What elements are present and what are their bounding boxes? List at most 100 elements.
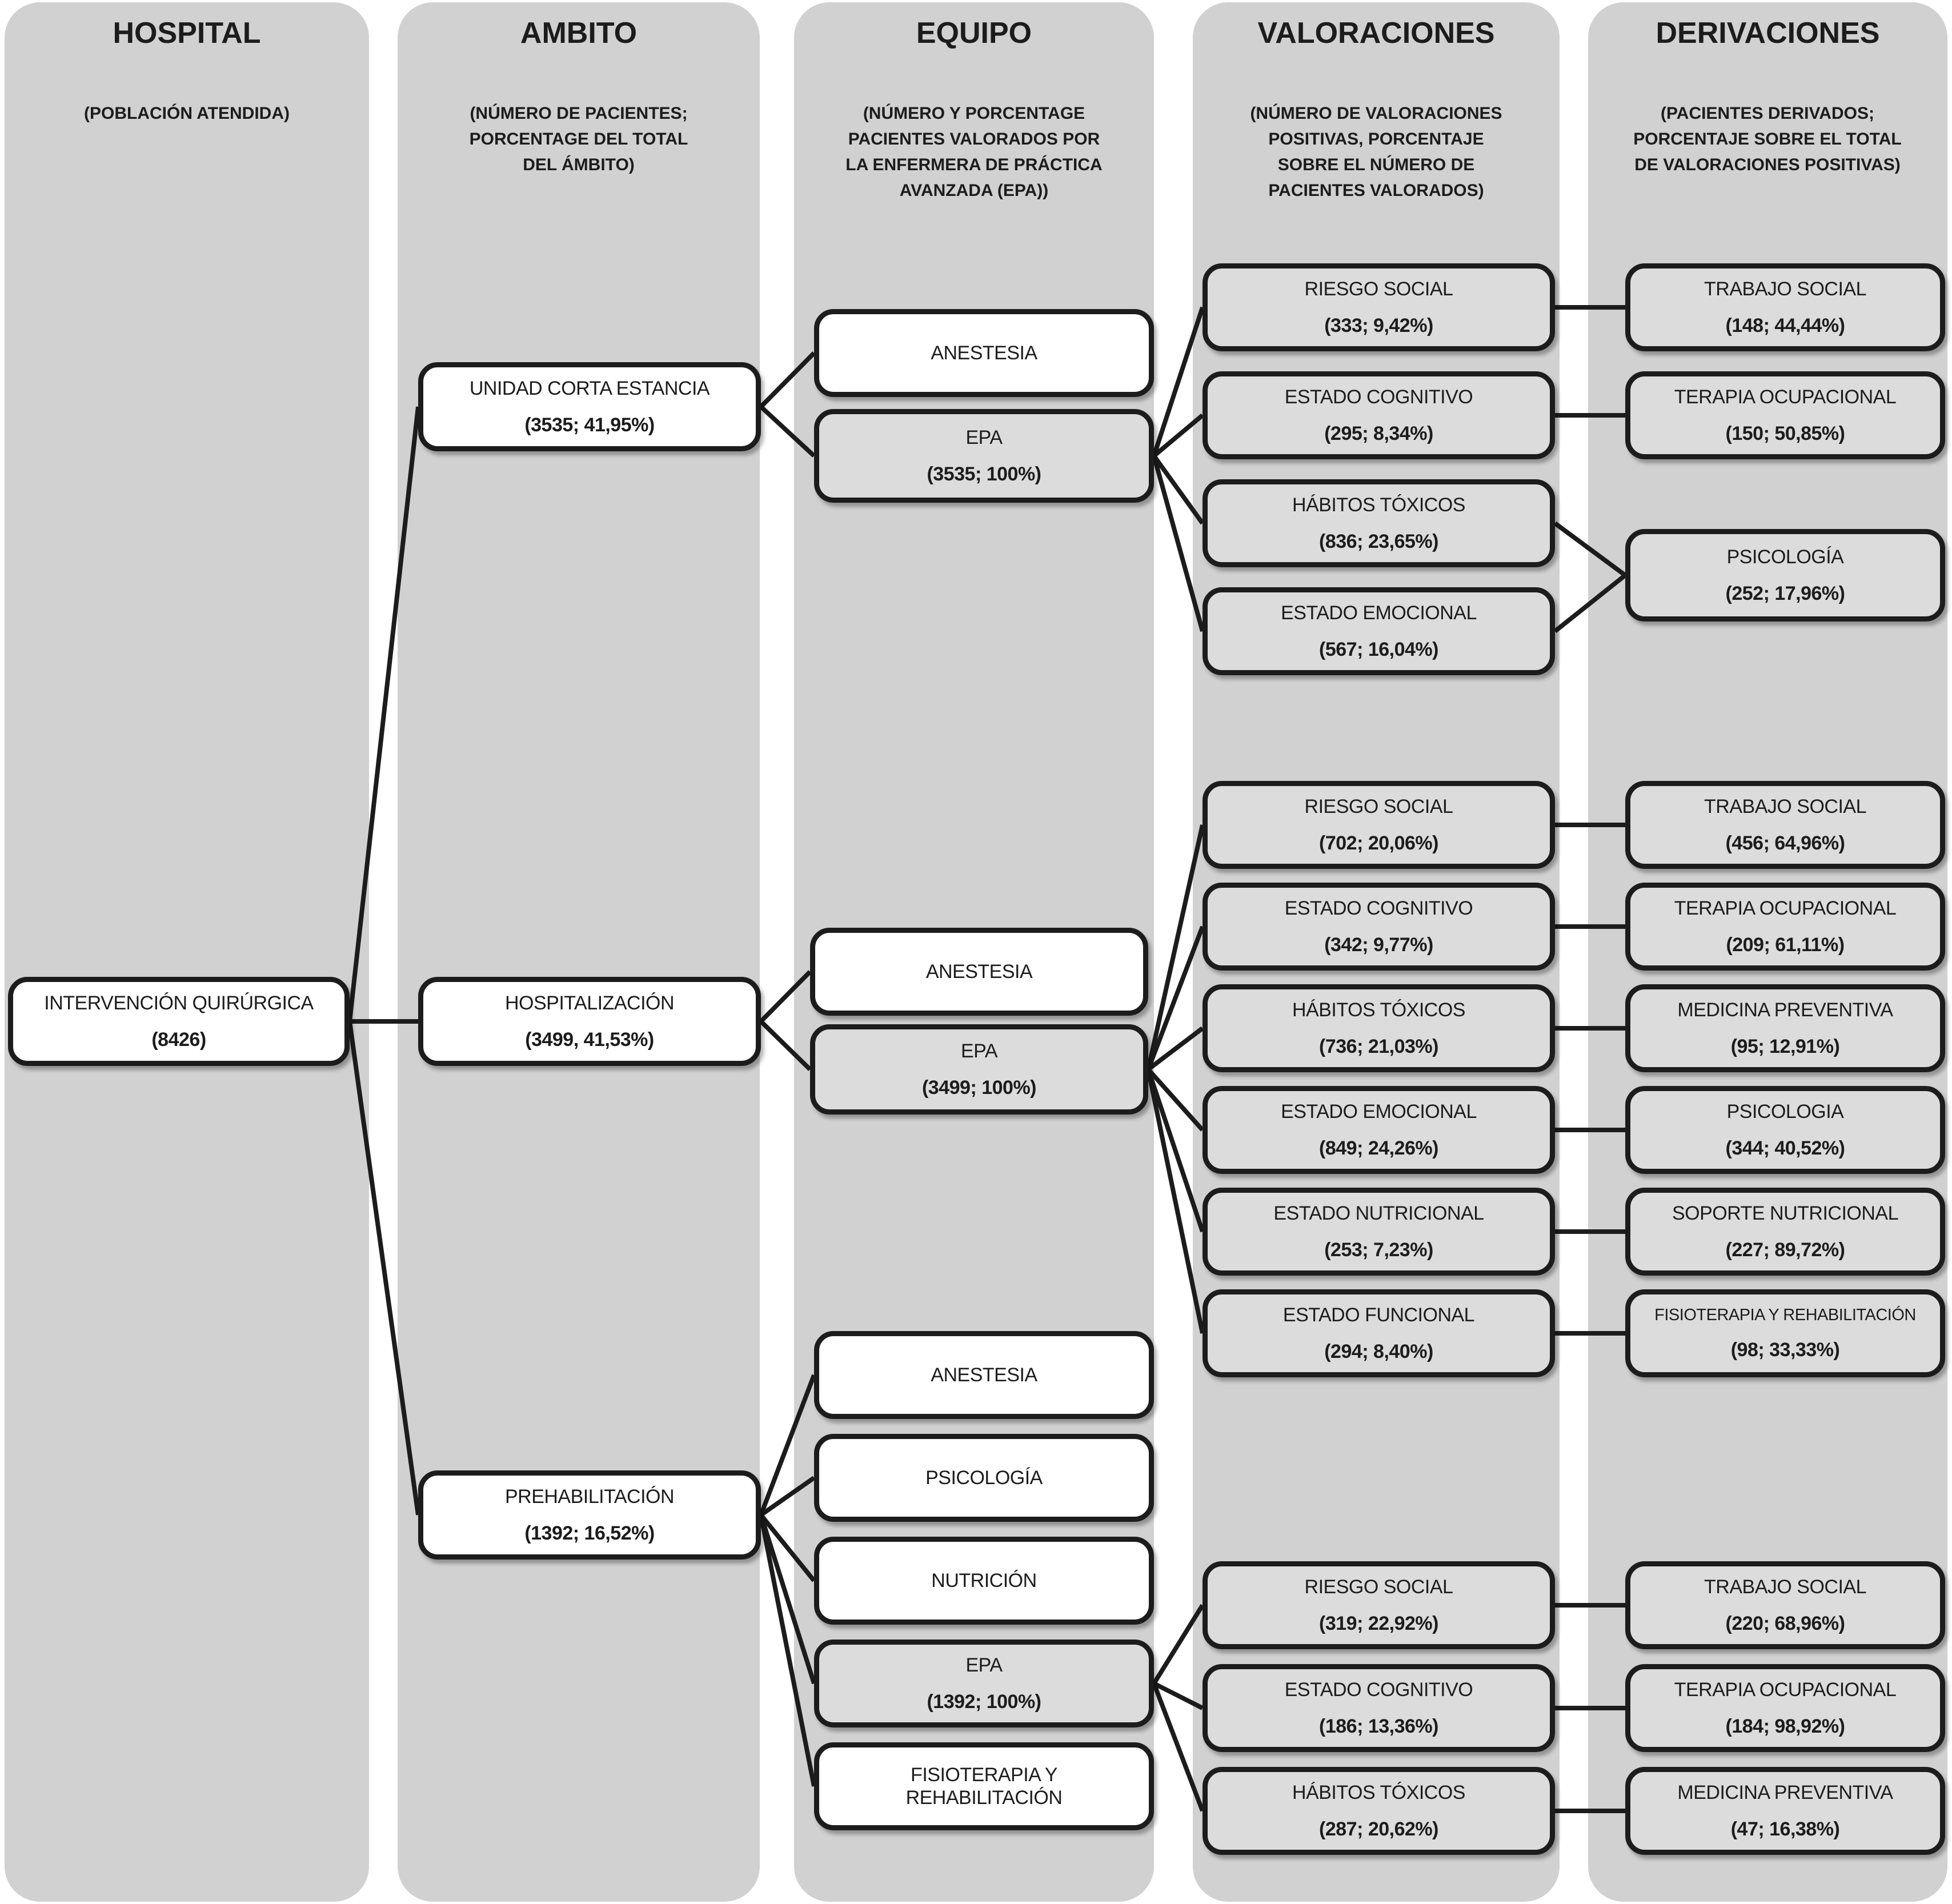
node-label: ESTADO EMOCIONAL: [1281, 1101, 1477, 1123]
node-value: (220; 68,96%): [1725, 1612, 1845, 1634]
node-label: ANESTESIA: [931, 342, 1037, 364]
node-label: MEDICINA PREVENTIVA: [1677, 1782, 1893, 1804]
column-title-valoraciones: VALORACIONES: [1257, 17, 1495, 50]
node-estado-cognitivo-hosp: ESTADO COGNITIVO (342; 9,77%): [1203, 883, 1555, 971]
node-value: (8426): [151, 1028, 206, 1051]
column-title-ambito: AMBITO: [520, 17, 638, 50]
node-label: TERAPIA OCUPACIONAL: [1674, 1679, 1897, 1701]
node-value: (3499; 100%): [921, 1076, 1037, 1099]
node-label: HÁBITOS TÓXICOS: [1292, 999, 1465, 1021]
node-label: ESTADO COGNITIVO: [1284, 386, 1473, 408]
node-psicologia-prehabilitacion: PSICOLOGÍA: [814, 1434, 1154, 1522]
node-label: TRABAJO SOCIAL: [1704, 796, 1866, 818]
node-value: (736; 21,03%): [1319, 1035, 1438, 1057]
node-value: (47; 16,38%): [1730, 1818, 1840, 1840]
node-label: TERAPIA OCUPACIONAL: [1674, 897, 1897, 920]
node-epa-prehabilitacion: EPA (1392; 100%): [814, 1640, 1154, 1727]
node-label: EPA: [960, 1040, 998, 1063]
node-value: (319; 22,92%): [1319, 1612, 1438, 1634]
node-habitos-toxicos-prehab: HÁBITOS TÓXICOS (287; 20,62%): [1203, 1767, 1555, 1855]
node-riesgo-social-uce: RIESGO SOCIAL (333; 9,42%): [1203, 263, 1555, 351]
node-estado-cognitivo-prehab: ESTADO COGNITIVO (186; 13,36%): [1203, 1664, 1555, 1752]
node-value: (294; 8,40%): [1324, 1340, 1433, 1362]
node-estado-nutricional-hosp: ESTADO NUTRICIONAL (253; 7,23%): [1203, 1188, 1555, 1276]
node-value: (287; 20,62%): [1319, 1818, 1438, 1840]
node-psicologia-uce: PSICOLOGÍA (252; 17,96%): [1625, 529, 1945, 622]
node-label: PSICOLOGIA: [1726, 1101, 1844, 1123]
column-title-hospital: HOSPITAL: [113, 17, 261, 50]
node-medicina-preventiva-prehab: MEDICINA PREVENTIVA (47; 16,38%): [1625, 1767, 1945, 1855]
node-value: (295; 8,34%): [1324, 422, 1433, 444]
node-value: (186; 13,36%): [1319, 1715, 1438, 1737]
node-value: (227; 89,72%): [1725, 1238, 1845, 1261]
column-subtitle-derivaciones: (PACIENTES DERIVADOS; PORCENTAJE SOBRE E…: [1633, 104, 1902, 174]
column-hospital: [5, 2, 369, 1902]
node-label: FISIOTERAPIA Y REHABILITACIÓN: [905, 1763, 1063, 1809]
node-estado-emocional-uce: ESTADO EMOCIONAL (567; 16,04%): [1203, 587, 1555, 675]
node-label: HOSPITALIZACIÓN: [504, 992, 675, 1015]
node-label: EPA: [965, 1654, 1003, 1677]
node-label: RIESGO SOCIAL: [1304, 278, 1453, 300]
node-label: NUTRICIÓN: [931, 1569, 1037, 1592]
node-estado-cognitivo-uce: ESTADO COGNITIVO (295; 8,34%): [1203, 371, 1555, 459]
node-soporte-nutricional-hosp: SOPORTE NUTRICIONAL (227; 89,72%): [1625, 1188, 1945, 1276]
node-value: (3535; 100%): [927, 463, 1041, 485]
node-value: (456; 64,96%): [1725, 832, 1845, 854]
node-label: INTERVENCIÓN QUIRÚRGICA: [44, 992, 314, 1015]
node-trabajo-social-prehab: TRABAJO SOCIAL (220; 68,96%): [1625, 1561, 1945, 1649]
node-terapia-ocupacional-hosp: TERAPIA OCUPACIONAL (209; 61,11%): [1625, 883, 1945, 971]
node-value: (344; 40,52%): [1725, 1137, 1845, 1159]
node-habitos-toxicos-uce: HÁBITOS TÓXICOS (836; 23,65%): [1203, 479, 1555, 567]
node-value: (333; 9,42%): [1324, 314, 1433, 336]
node-trabajo-social-hosp: TRABAJO SOCIAL (456; 64,96%): [1625, 781, 1945, 869]
node-label: ESTADO NUTRICIONAL: [1273, 1202, 1484, 1225]
node-label: SOPORTE NUTRICIONAL: [1672, 1202, 1899, 1225]
node-label: RIESGO SOCIAL: [1304, 796, 1453, 818]
node-value: (702; 20,06%): [1319, 832, 1438, 854]
node-epa-uce: EPA (3535; 100%): [814, 409, 1154, 503]
node-value: (567; 16,04%): [1319, 638, 1438, 660]
column-title-equipo: EQUIPO: [916, 17, 1032, 50]
node-label: HÁBITOS TÓXICOS: [1292, 494, 1465, 516]
node-label: ANESTESIA: [931, 1364, 1037, 1386]
node-value: (209; 61,11%): [1726, 933, 1845, 956]
node-value: (836; 23,65%): [1319, 530, 1438, 552]
node-label: HÁBITOS TÓXICOS: [1292, 1782, 1465, 1804]
node-label: PSICOLOGÍA: [925, 1466, 1043, 1489]
node-anestesia-hospitalizacion: ANESTESIA: [810, 928, 1148, 1016]
node-value: (1392; 16,52%): [524, 1522, 655, 1544]
column-subtitle-equipo: (NÚMERO Y PORCENTAGE PACIENTES VALORADOS…: [845, 104, 1103, 200]
node-trabajo-social-uce: TRABAJO SOCIAL (148; 44,44%): [1625, 263, 1945, 351]
node-anestesia-uce: ANESTESIA: [814, 309, 1154, 397]
node-value: (849; 24,26%): [1319, 1137, 1438, 1159]
node-label: TRABAJO SOCIAL: [1704, 278, 1866, 300]
node-label: EPA: [965, 427, 1003, 449]
node-terapia-ocupacional-uce: TERAPIA OCUPACIONAL (150; 50,85%): [1625, 371, 1945, 459]
node-label: ANESTESIA: [925, 960, 1033, 983]
node-estado-emocional-hosp: ESTADO EMOCIONAL (849; 24,26%): [1203, 1086, 1555, 1174]
node-label: FISIOTERAPIA Y REHABILITACIÓN: [1654, 1306, 1916, 1325]
column-ambito: [398, 2, 760, 1902]
node-riesgo-social-prehab: RIESGO SOCIAL (319; 22,92%): [1203, 1561, 1555, 1649]
node-estado-funcional-hosp: ESTADO FUNCIONAL (294; 8,40%): [1203, 1289, 1555, 1377]
node-epa-hospitalizacion: EPA (3499; 100%): [810, 1024, 1148, 1115]
node-label: PSICOLOGÍA: [1726, 546, 1844, 568]
node-label: PREHABILITACIÓN: [504, 1486, 675, 1508]
node-label: TERAPIA OCUPACIONAL: [1674, 386, 1897, 408]
node-value: (3499, 41,53%): [525, 1028, 654, 1051]
node-label: RIESGO SOCIAL: [1304, 1576, 1453, 1598]
column-subtitle-valoraciones: (NÚMERO DE VALORACIONES POSITIVAS, PORCE…: [1250, 104, 1502, 200]
node-psicologia-hosp: PSICOLOGIA (344; 40,52%): [1625, 1086, 1945, 1174]
node-habitos-toxicos-hosp: HÁBITOS TÓXICOS (736; 21,03%): [1203, 984, 1555, 1072]
node-value: (184; 98,92%): [1725, 1715, 1845, 1737]
column-subtitle-hospital: (POBLACIÓN ATENDIDA): [84, 104, 290, 123]
node-label: ESTADO EMOCIONAL: [1281, 602, 1477, 624]
node-value: (253; 7,23%): [1324, 1238, 1433, 1261]
node-nutricion-prehabilitacion: NUTRICIÓN: [814, 1537, 1154, 1625]
node-hospitalizacion: HOSPITALIZACIÓN (3499, 41,53%): [418, 977, 761, 1066]
node-value: (98; 33,33%): [1730, 1338, 1840, 1361]
node-medicina-preventiva-hosp: MEDICINA PREVENTIVA (95; 12,91%): [1625, 984, 1945, 1072]
node-label: ESTADO COGNITIVO: [1284, 897, 1473, 920]
